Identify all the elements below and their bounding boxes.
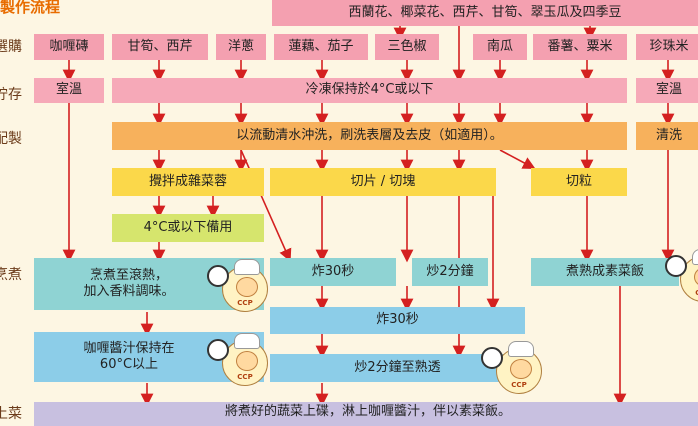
cook-fry30-b: 炸30秒: [270, 307, 525, 334]
buy-item-lotus-eggplant: 蓮藕、茄子: [274, 34, 368, 60]
ccp-chef-icon: CCP: [481, 341, 542, 394]
buy-item-pumpkin: 南瓜: [473, 34, 527, 60]
buy-item-pearl-rice: 珍珠米: [636, 34, 698, 60]
buy-item-sweet-potato-corn: 番薯、粟米: [533, 34, 627, 60]
serve-step: 將煮好的蔬菜上碟，淋上咖喱醬汁，伴以素菜飯。: [34, 402, 698, 426]
cook-stirfry2-a: 炒2分鐘: [412, 258, 488, 286]
store-room-temp-rice: 室溫: [636, 78, 698, 103]
ccp-chef-icon: CCP: [665, 249, 698, 302]
row-label-cook: 烹煮: [0, 267, 22, 283]
page-title: 製作流程: [0, 0, 61, 16]
row-label-serve: 上菜: [0, 406, 22, 422]
buy-item-onion: 洋蔥: [216, 34, 266, 60]
buy-item-bell-pepper: 三色椒: [375, 34, 439, 60]
cook-fry30-a: 炸30秒: [270, 258, 396, 286]
prep-rinse: 清洗: [636, 122, 698, 150]
row-label-store: 貯存: [0, 87, 22, 103]
prep-dice: 切粒: [531, 168, 627, 196]
prep-mix: 攪拌成雜菜蓉: [112, 168, 264, 196]
ccp-chef-icon: CCP: [207, 333, 268, 386]
row-label-buy: 選購: [0, 39, 22, 55]
cook-rice: 煮熟成素菜飯: [531, 258, 679, 286]
ccp-chef-icon: CCP: [207, 259, 268, 312]
prep-standby: 4°C或以下備用: [112, 214, 264, 242]
store-frozen: 冷凍保持於4°C或以下: [112, 78, 627, 103]
store-room-temp: 室溫: [34, 78, 104, 103]
buy-item-curry-block: 咖喱磚: [34, 34, 104, 60]
prep-slice: 切片 / 切塊: [270, 168, 496, 196]
prep-wash: 以流動清水沖洗，刷洗表層及去皮（如適用）。: [112, 122, 627, 150]
top-vegetable-group: 西蘭花、椰菜花、西芹、甘筍、翠玉瓜及四季豆: [272, 0, 698, 26]
row-label-prep: 配製: [0, 131, 22, 147]
cook-stirfry2-b: 炒2分鐘至熟透: [270, 354, 525, 382]
buy-item-carrot-celery: 甘筍、西芹: [112, 34, 208, 60]
